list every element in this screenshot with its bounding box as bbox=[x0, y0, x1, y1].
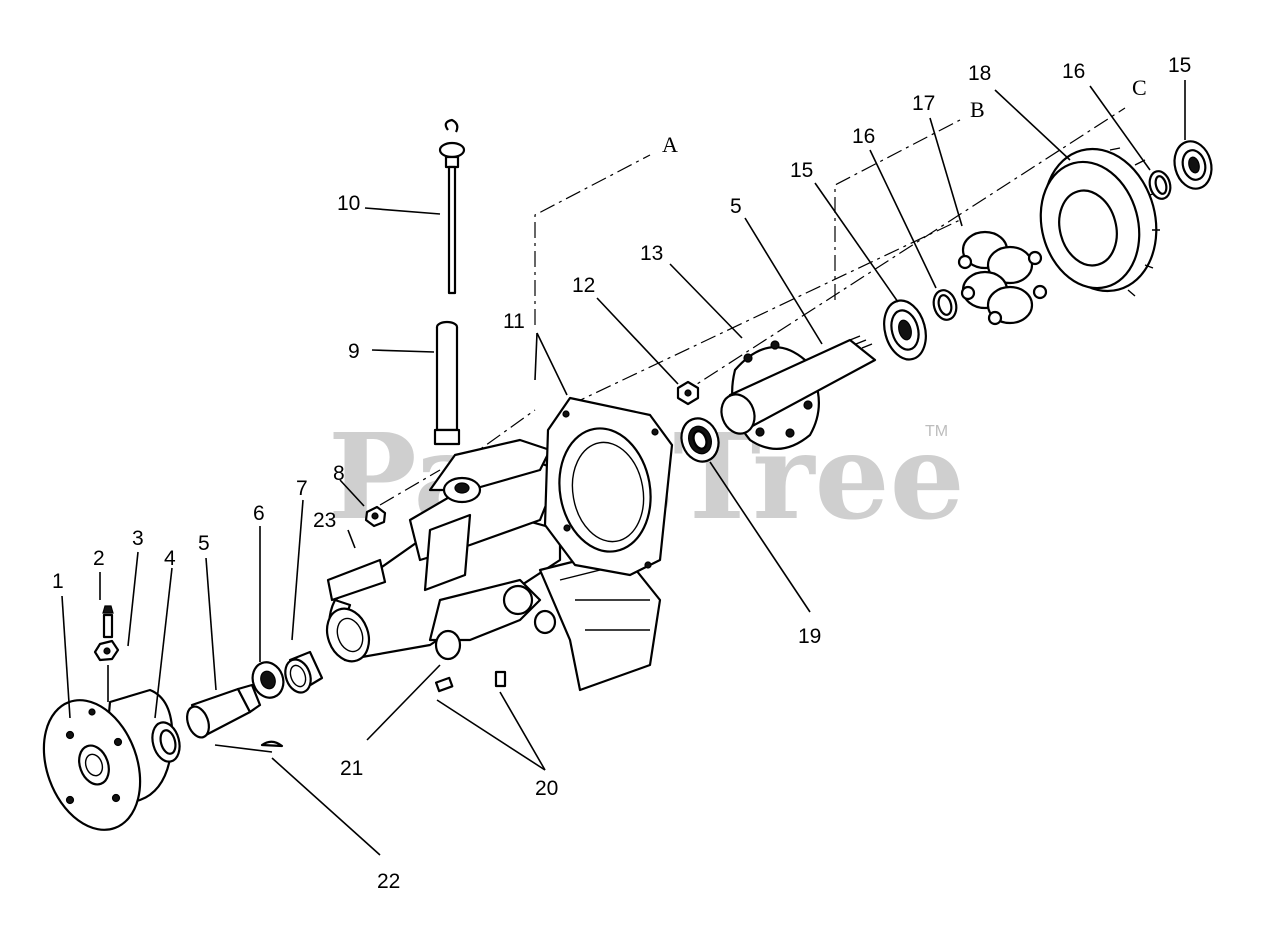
callout-1: 1 bbox=[52, 570, 64, 593]
axis-line-a-lower bbox=[439, 409, 536, 479]
callout-7: 7 bbox=[296, 477, 308, 500]
callout-15-right: 15 bbox=[1168, 54, 1191, 77]
callout-10: 10 bbox=[337, 192, 360, 215]
axis-label-c: C bbox=[1132, 75, 1147, 100]
callout-5-left: 5 bbox=[198, 532, 210, 555]
ring-gear bbox=[1039, 147, 1160, 297]
callout-15-middle: 15 bbox=[790, 159, 813, 182]
axle-shaft-right bbox=[720, 335, 877, 435]
callout-8: 8 bbox=[333, 462, 345, 485]
callout-3: 3 bbox=[132, 527, 144, 550]
assembly-axes bbox=[379, 107, 1126, 506]
callout-18: 18 bbox=[968, 62, 991, 85]
housing-cover bbox=[543, 396, 674, 577]
callout-9: 9 bbox=[348, 340, 360, 363]
shift-pin bbox=[433, 320, 461, 446]
callout-13: 13 bbox=[640, 242, 663, 265]
axis-label-b: B bbox=[970, 97, 985, 122]
transmission-housing bbox=[325, 438, 662, 692]
axis-labels: A B C bbox=[662, 75, 1147, 157]
callout-16-right: 16 bbox=[1062, 60, 1085, 83]
needle-bearing bbox=[284, 650, 324, 694]
callout-21: 21 bbox=[340, 757, 363, 780]
callout-19: 19 bbox=[798, 625, 821, 648]
decal-label bbox=[326, 558, 387, 602]
axis-line-c bbox=[679, 107, 1126, 396]
snap-ring-middle bbox=[932, 289, 958, 321]
watermark-trademark: TM bbox=[925, 423, 948, 440]
snap-ring-right bbox=[1148, 170, 1172, 200]
callout-6: 6 bbox=[253, 502, 265, 525]
wheel-hub bbox=[42, 688, 174, 831]
bearing-19 bbox=[680, 417, 720, 463]
callout-23: 23 bbox=[313, 509, 336, 532]
bolt-and-nut bbox=[93, 605, 120, 662]
axis-line-b bbox=[834, 119, 961, 300]
sun-gear-middle bbox=[883, 299, 927, 361]
axis-line-b-lower bbox=[569, 219, 961, 406]
nut-12 bbox=[676, 380, 700, 406]
callout-20: 20 bbox=[535, 777, 558, 800]
washer bbox=[151, 721, 181, 763]
sun-gear-right bbox=[1173, 140, 1213, 190]
callout-22: 22 bbox=[377, 870, 400, 893]
woodruff-key bbox=[260, 740, 284, 748]
callout-5-right: 5 bbox=[730, 195, 742, 218]
axis-label-a: A bbox=[662, 132, 678, 157]
callout-16-middle: 16 bbox=[852, 125, 875, 148]
callout-2: 2 bbox=[93, 547, 105, 570]
bearing-left bbox=[251, 661, 285, 699]
callout-4: 4 bbox=[164, 547, 176, 570]
callout-11: 11 bbox=[503, 310, 525, 333]
callout-12: 12 bbox=[572, 274, 595, 297]
small-nut bbox=[364, 505, 387, 528]
dipstick bbox=[438, 118, 466, 295]
callout-labels: 1 2 3 4 5 6 7 8 9 10 11 12 13 5 15 16 17… bbox=[52, 54, 1191, 893]
planet-gear-cluster bbox=[957, 230, 1048, 326]
axle-shaft-left bbox=[186, 683, 262, 739]
set-screws bbox=[434, 670, 507, 693]
callout-17: 17 bbox=[912, 92, 935, 115]
axis-line-base bbox=[379, 469, 441, 506]
leader-lines bbox=[61, 80, 1186, 856]
axis-line-a bbox=[534, 154, 651, 325]
